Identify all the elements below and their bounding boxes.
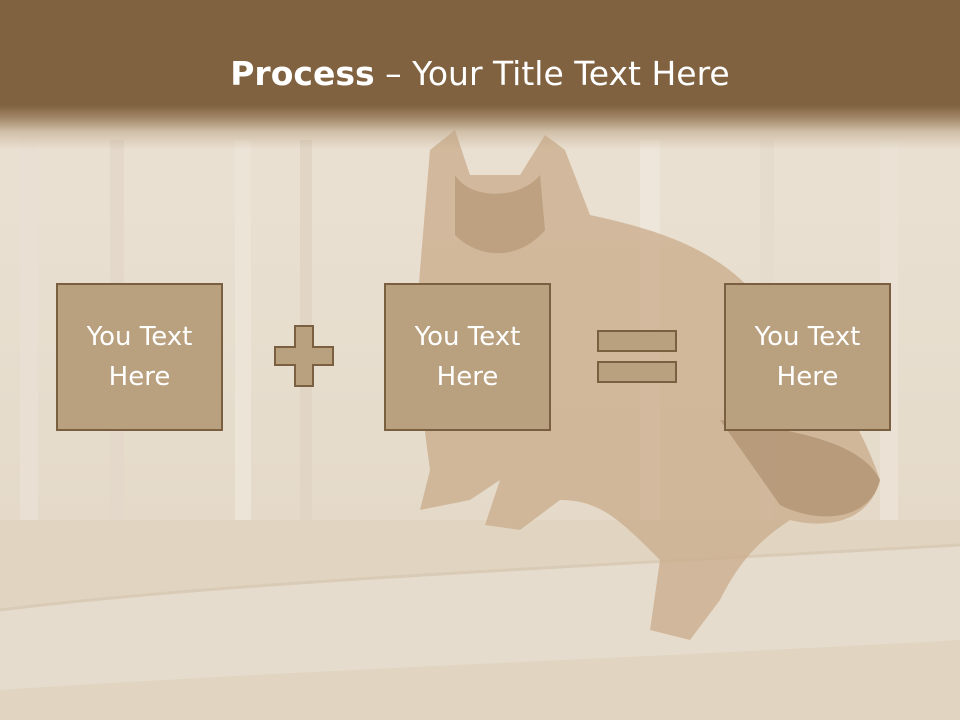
process-result-box[interactable]: You Text Here — [724, 283, 891, 431]
title-rest: – Your Title Text Here — [374, 54, 730, 93]
process-step-1-box[interactable]: You Text Here — [56, 283, 223, 431]
process-step-2-box[interactable]: You Text Here — [384, 283, 551, 431]
process-step-2-label: You Text Here — [414, 322, 521, 392]
title-bold: Process — [230, 54, 375, 93]
slide-title: Process – Your Title Text Here — [0, 52, 960, 96]
process-step-1-label: You Text Here — [86, 322, 193, 392]
equals-icon — [597, 330, 677, 383]
process-result-label: You Text Here — [754, 322, 861, 392]
title-band — [0, 0, 960, 150]
plus-icon — [274, 325, 334, 387]
